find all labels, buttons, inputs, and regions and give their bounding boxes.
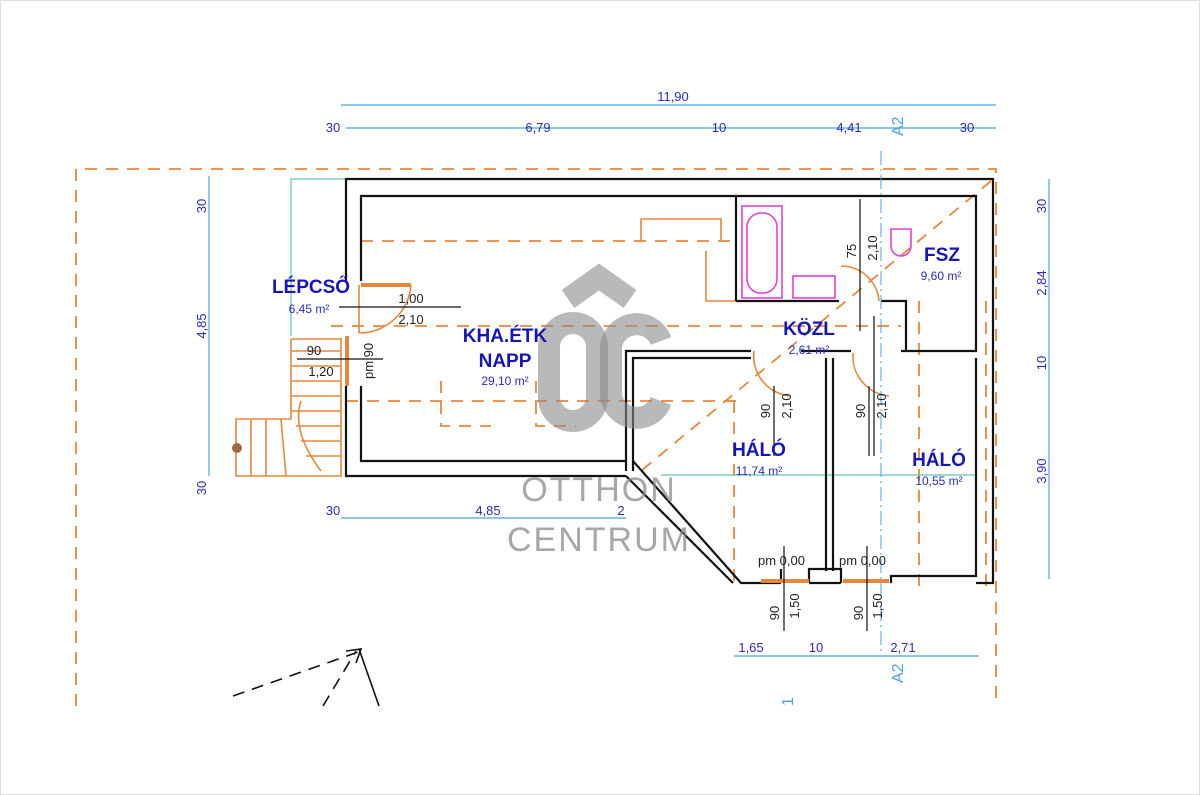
svg-text:pm 0,00: pm 0,00: [758, 553, 805, 568]
svg-text:NAPP: NAPP: [479, 351, 532, 372]
svg-text:10,55 m²: 10,55 m²: [915, 474, 962, 488]
svg-text:9,60 m²: 9,60 m²: [921, 269, 962, 283]
svg-text:6,45 m²: 6,45 m²: [289, 302, 330, 316]
svg-text:6,79: 6,79: [525, 120, 550, 135]
svg-text:1,20: 1,20: [308, 364, 333, 379]
svg-text:2,71: 2,71: [890, 640, 915, 655]
svg-text:1,50: 1,50: [787, 593, 802, 618]
svg-text:3,90: 3,90: [1034, 458, 1049, 483]
room-lepcso: LÉPCSŐ: [272, 276, 350, 298]
svg-text:A2: A2: [890, 116, 907, 136]
dimension-labels: 11,90 30 6,79 10 4,41 30 30 4,85 30 30 2…: [194, 89, 1049, 706]
svg-text:4,41: 4,41: [836, 120, 861, 135]
svg-text:29,10 m²: 29,10 m²: [481, 374, 528, 388]
svg-text:4,85: 4,85: [475, 503, 500, 518]
svg-text:1,00: 1,00: [398, 291, 423, 306]
svg-text:75: 75: [844, 244, 859, 258]
svg-text:2,10: 2,10: [865, 235, 880, 260]
svg-text:2,84: 2,84: [1034, 270, 1049, 295]
room-nappali: KHA.ÉTK: [463, 325, 548, 347]
dimension-lines: [208, 104, 1050, 657]
svg-text:90: 90: [851, 606, 866, 620]
svg-text:1,65: 1,65: [738, 640, 763, 655]
svg-text:1: 1: [780, 697, 797, 706]
staircase: [232, 338, 342, 477]
room-halo-1: HÁLÓ: [732, 439, 786, 461]
svg-text:30: 30: [326, 120, 340, 135]
svg-text:2,61 m²: 2,61 m²: [789, 343, 830, 357]
svg-text:pm 90: pm 90: [361, 343, 376, 379]
svg-text:2,10: 2,10: [779, 393, 794, 418]
room-halo-2: HÁLÓ: [912, 449, 966, 471]
opening-labels: 1,00 2,10 90 1,20 pm 90 75 2,10 90 2,10 …: [307, 235, 889, 620]
sink-icon: [792, 275, 836, 299]
svg-text:10: 10: [1034, 356, 1049, 370]
plot-boundary: [75, 168, 997, 706]
watermark-line2: CENTRUM: [507, 521, 691, 559]
svg-text:11,74 m²: 11,74 m²: [736, 464, 782, 478]
svg-text:11,90: 11,90: [657, 89, 689, 104]
svg-text:A2: A2: [890, 663, 907, 683]
svg-text:2,10: 2,10: [398, 312, 423, 327]
svg-text:30: 30: [1034, 199, 1049, 213]
svg-text:2: 2: [617, 503, 624, 518]
svg-text:1,50: 1,50: [870, 593, 885, 618]
bathtub-icon: [741, 205, 783, 299]
svg-text:30: 30: [194, 481, 209, 495]
door-label-lines: [297, 199, 875, 631]
room-labels: LÉPCSŐ 6,45 m² KHA.ÉTK NAPP 29,10 m² FSZ…: [272, 245, 966, 488]
svg-text:pm 0,00: pm 0,00: [839, 553, 886, 568]
svg-text:30: 30: [960, 120, 974, 135]
svg-text:90: 90: [758, 404, 773, 418]
svg-text:90: 90: [307, 343, 321, 358]
svg-text:90: 90: [853, 404, 868, 418]
terrace-lines: [290, 178, 976, 476]
svg-text:30: 30: [194, 199, 209, 213]
watermark-line1: OTTHON: [521, 471, 677, 509]
svg-text:10: 10: [809, 640, 823, 655]
room-kozl: KÖZL: [783, 319, 835, 340]
toilet-icon: [890, 228, 912, 257]
svg-text:10: 10: [712, 120, 726, 135]
doors: [345, 265, 890, 397]
svg-text:90: 90: [767, 606, 782, 620]
svg-text:30: 30: [326, 503, 340, 518]
watermark-logo: OTTHON CENTRUM: [507, 263, 691, 559]
room-fsz: FSZ: [924, 245, 960, 266]
svg-text:2,10: 2,10: [874, 393, 889, 418]
svg-text:4,85: 4,85: [194, 313, 209, 338]
entrance-arrow-icon: [232, 648, 380, 707]
